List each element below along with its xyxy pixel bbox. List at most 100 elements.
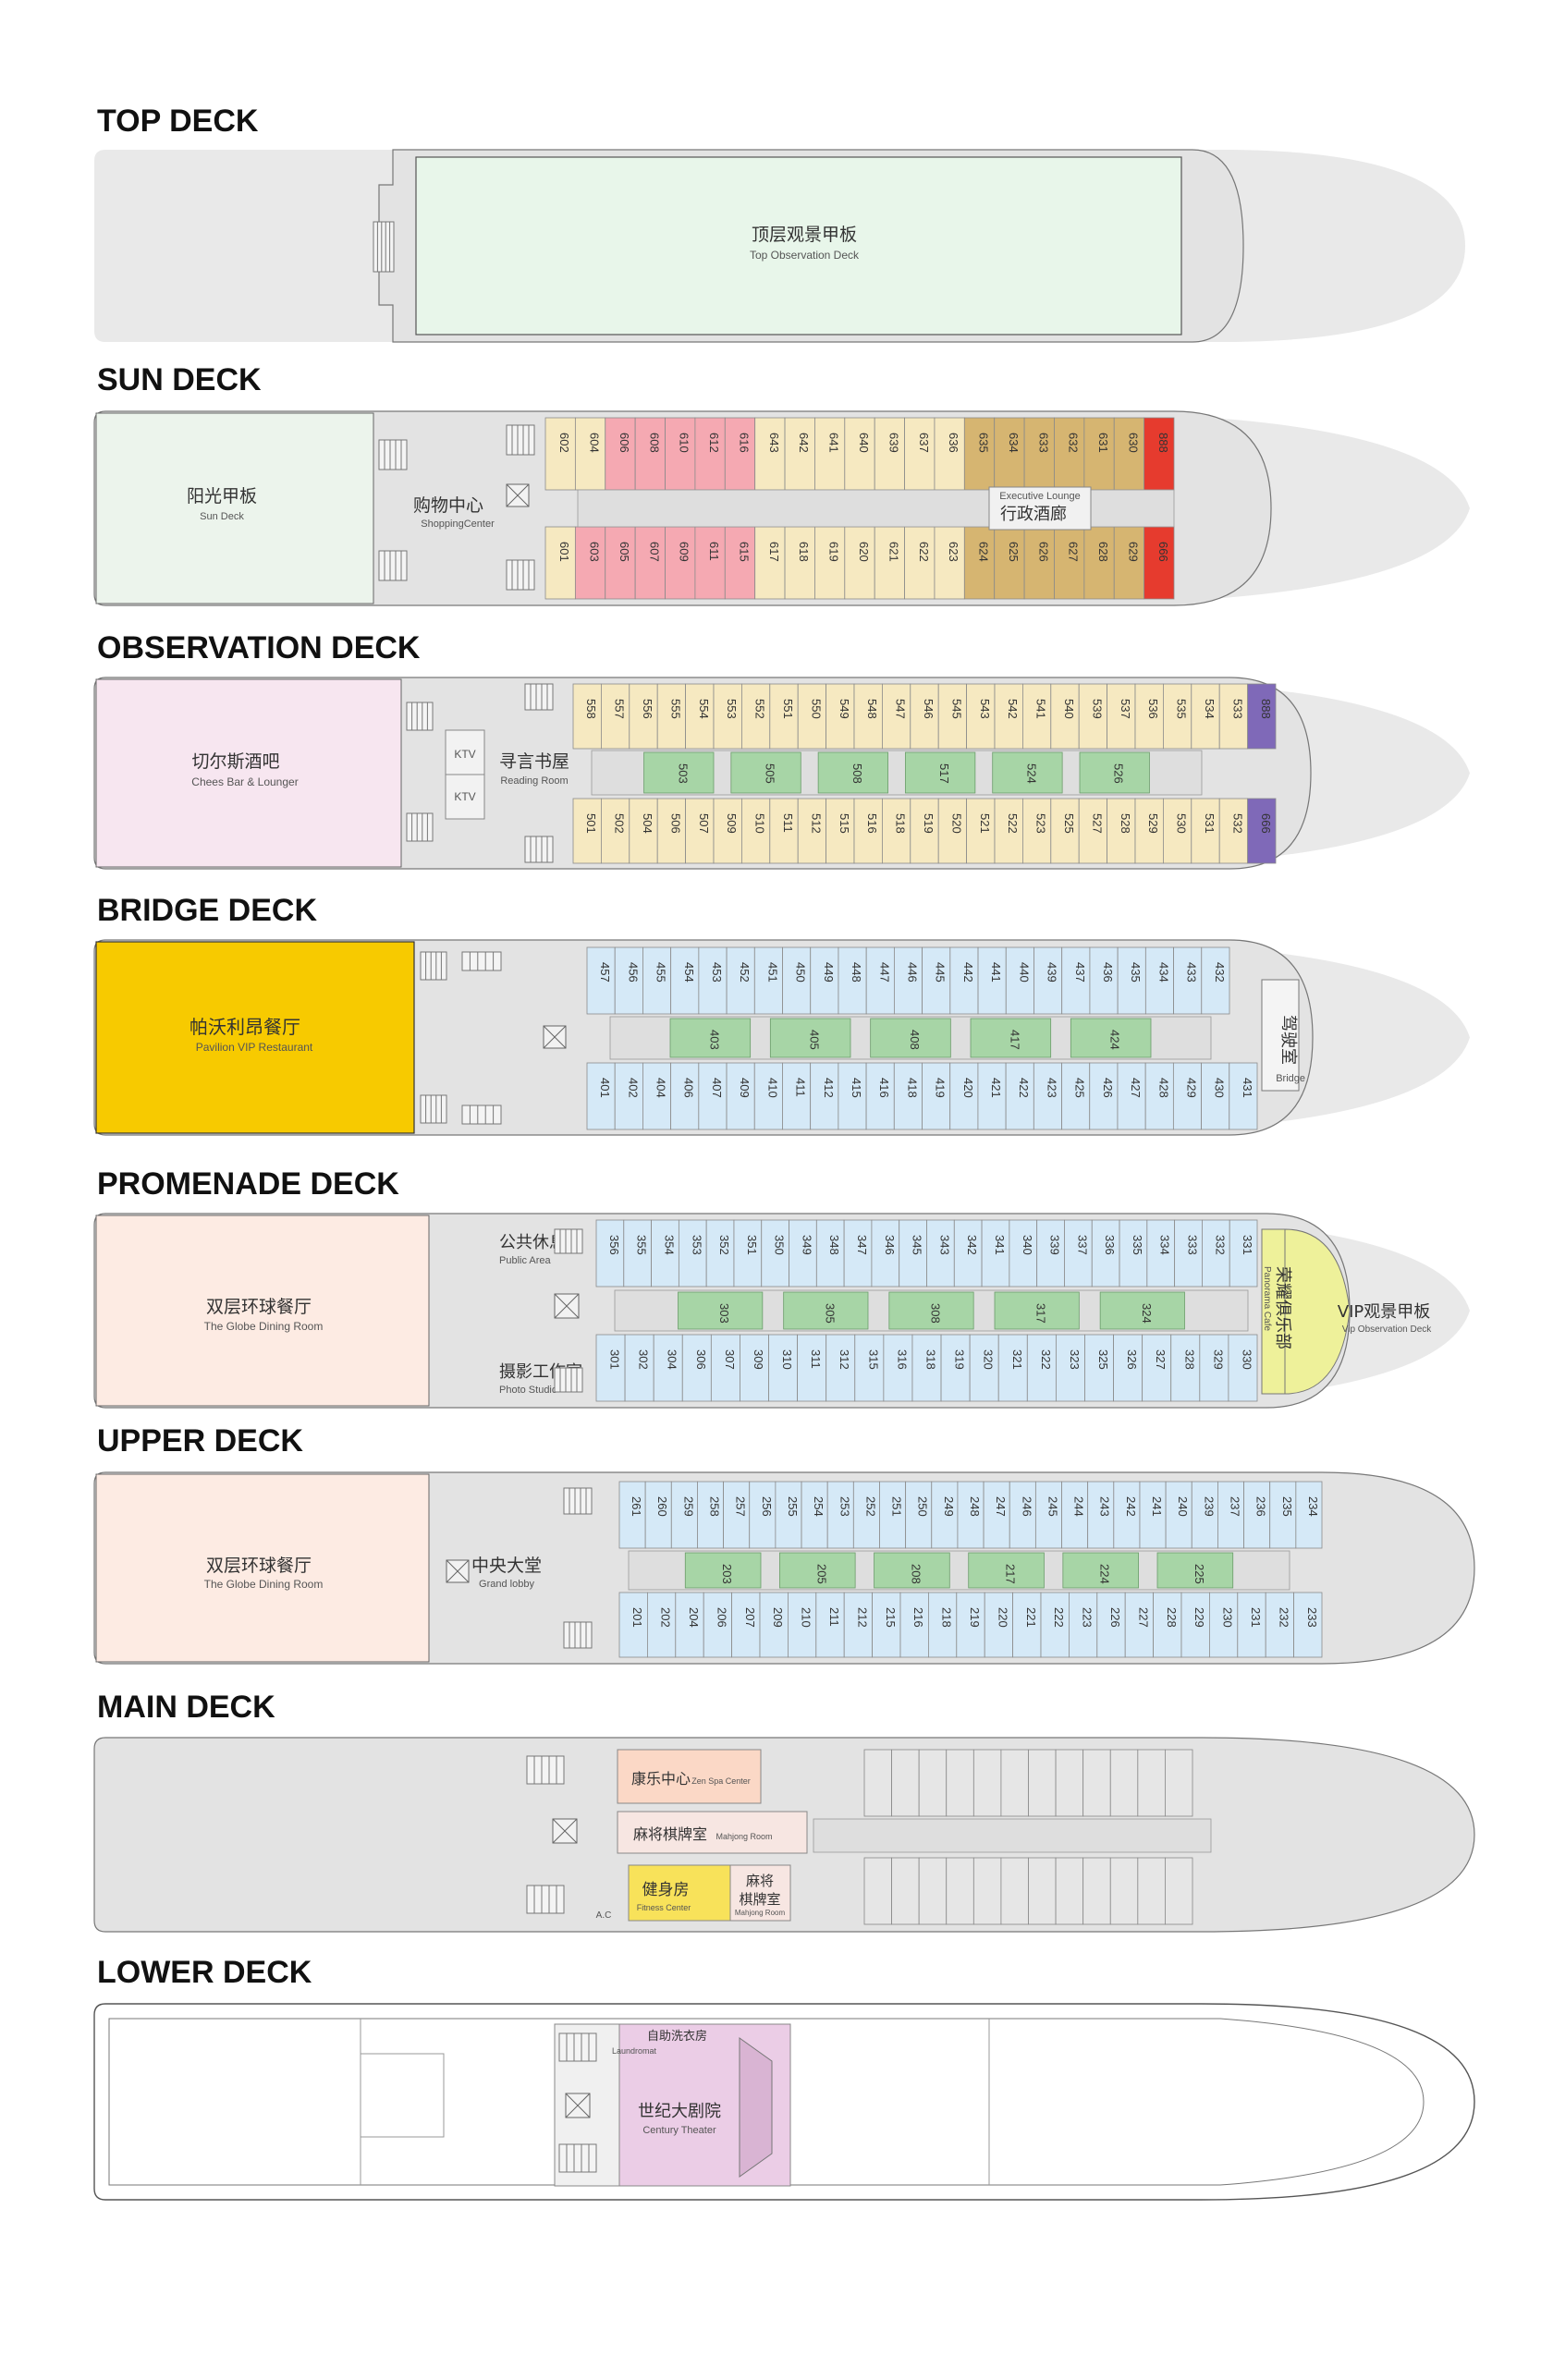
stairs-frame [406, 702, 434, 731]
cabin-244 [1061, 1481, 1089, 1549]
stairs-icon [420, 1094, 447, 1124]
sun-deck-area [95, 412, 374, 604]
cabin-549 [826, 683, 855, 750]
cabin-342 [953, 1219, 983, 1288]
cabin-623 [934, 526, 965, 600]
cabin-406 [670, 1062, 700, 1130]
cabin-435 [1117, 946, 1146, 1015]
cabin-number-609: 609 [678, 542, 691, 562]
bridge-label-cn: 驾驶室 [1278, 1015, 1298, 1065]
cabin-number-508: 508 [850, 763, 864, 784]
cabin-512 [797, 798, 827, 864]
stairs-frame [558, 2143, 597, 2173]
chees-bar-label-en: Chees Bar & Lounger [191, 775, 298, 788]
cabin-number-435: 435 [1129, 962, 1143, 983]
cabin-number-433: 433 [1185, 962, 1199, 983]
cabin-number-545: 545 [949, 699, 963, 719]
stairs-frame [378, 439, 408, 470]
cabin-number-511: 511 [781, 813, 795, 833]
cabin-437 [1061, 946, 1091, 1015]
cabin-number-219: 219 [968, 1607, 982, 1628]
sun-deck-label-cn: 阳光甲板 [187, 486, 257, 507]
cabin-543 [966, 683, 996, 750]
mahjong-room-label-cn: 麻将棋牌室 [633, 1825, 707, 1843]
cabin-639 [874, 417, 905, 491]
cabin-number-505: 505 [764, 763, 777, 784]
cabin-353 [678, 1219, 707, 1288]
main-deck-room-outline [1082, 1857, 1111, 1925]
cabin-number-232: 232 [1277, 1607, 1290, 1628]
cabin-457 [586, 946, 616, 1015]
cabin-604 [574, 417, 606, 491]
executive-lounge-box [988, 486, 1092, 531]
cabin-number-245: 245 [1046, 1496, 1059, 1517]
reading-room-label-en: Reading Room [500, 775, 568, 787]
cabin-number-424: 424 [1108, 1030, 1122, 1050]
cabin-number-626: 626 [1036, 542, 1050, 562]
lower-deck-inner-outline [108, 2018, 1425, 2186]
cabin-number-616: 616 [737, 433, 751, 453]
cabin-number-603: 603 [588, 542, 602, 562]
grand-lobby-label-cn: 中央大堂 [471, 1556, 542, 1576]
cabin-number-303: 303 [717, 1303, 731, 1324]
cabin-number-612: 612 [707, 433, 721, 453]
cabin-415 [838, 1062, 867, 1130]
cabin-529 [1134, 798, 1164, 864]
cabin-524 [992, 751, 1063, 794]
cabin-number-535: 535 [1175, 699, 1189, 719]
elevator-cross [506, 483, 530, 507]
cabin-number-524: 524 [1024, 763, 1038, 784]
cabin-number-429: 429 [1184, 1078, 1198, 1098]
stairs-frame [524, 683, 554, 711]
cabin-317 [994, 1291, 1080, 1330]
cabin-257 [723, 1481, 751, 1549]
cabin-number-337: 337 [1075, 1235, 1089, 1255]
cabin-number-634: 634 [1007, 433, 1021, 453]
cabin-208 [874, 1552, 950, 1589]
cabin-449 [810, 946, 839, 1015]
cabin-888 [1144, 417, 1175, 491]
cabin-number-409: 409 [738, 1078, 752, 1098]
cabin-number-218: 218 [940, 1607, 954, 1628]
cabin-442 [949, 946, 979, 1015]
cabin-number-548: 548 [865, 699, 879, 719]
cabin-number-666: 666 [1156, 542, 1170, 562]
cabin-455 [642, 946, 672, 1015]
main-deck-room-outline [1109, 1857, 1139, 1925]
cabin-number-304: 304 [666, 1349, 679, 1370]
cabin-number-619: 619 [827, 542, 841, 562]
cabin-number-401: 401 [598, 1078, 612, 1098]
cabin-518 [882, 798, 911, 864]
cabin-number-520: 520 [949, 813, 963, 834]
cabin-number-537: 537 [1119, 699, 1132, 719]
cabin-number-448: 448 [850, 962, 863, 983]
cabin-number-217: 217 [1004, 1564, 1018, 1584]
cabin-223 [1069, 1592, 1098, 1658]
cabin-333 [1174, 1219, 1203, 1288]
small-mahjong-area [729, 1864, 791, 1922]
cabin-211 [815, 1592, 845, 1658]
cabin-318 [911, 1334, 942, 1402]
cabin-441 [977, 946, 1007, 1015]
cabin-347 [843, 1219, 873, 1288]
cabin-345 [899, 1219, 927, 1288]
elevator-icon [543, 1025, 567, 1049]
cabin-602 [544, 417, 576, 491]
cabin-number-247: 247 [994, 1496, 1008, 1517]
cabin-422 [1005, 1062, 1034, 1130]
cabin-number-340: 340 [1021, 1235, 1034, 1255]
cabin-number-253: 253 [838, 1496, 851, 1517]
stairs-icon [406, 812, 434, 842]
photo-studio-label-en: Photo Studio [499, 1385, 557, 1396]
main-deck-room-outline [1165, 1857, 1193, 1925]
cabin-417 [970, 1018, 1052, 1058]
cabin-625 [994, 526, 1025, 600]
main-deck-room-outline [1055, 1749, 1084, 1817]
stairs-icon [558, 2143, 597, 2173]
cabin-453 [698, 946, 728, 1015]
main-deck-room-outline [1055, 1857, 1084, 1925]
